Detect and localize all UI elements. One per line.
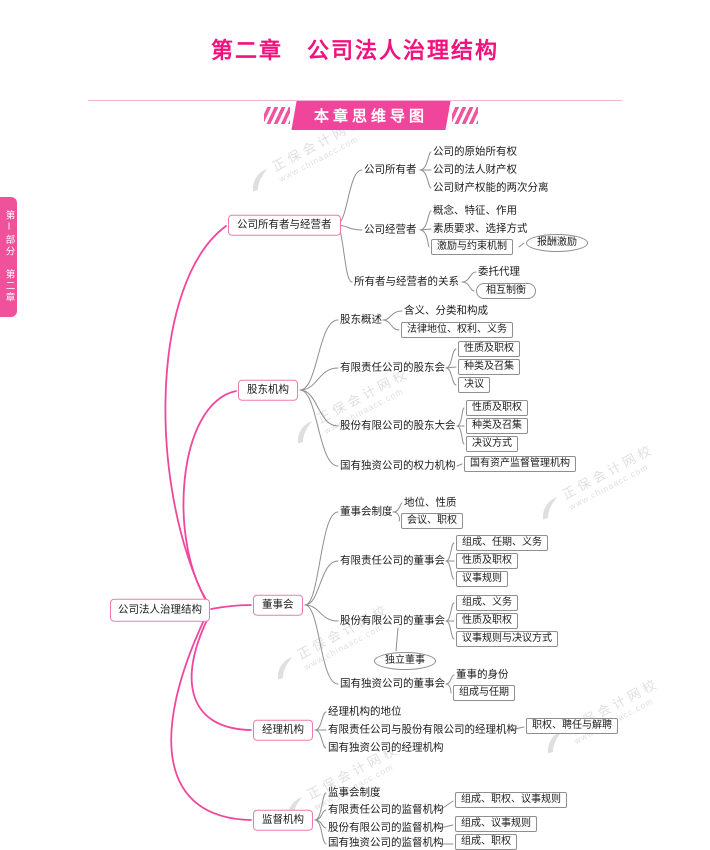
- node-soe-supervisory-detail: 组成、职权: [455, 834, 517, 850]
- node-soe-supervisory-organ: 国有独资公司的监督机构: [328, 836, 444, 849]
- node-independent-director: 独立董事: [374, 652, 436, 670]
- node-legal-status-rights: 法律地位、权利、义务: [401, 322, 513, 338]
- node-branch-manager-organ: 经理机构: [253, 719, 313, 741]
- node-jsc-board: 股份有限公司的董事会: [340, 614, 445, 627]
- node-jsc-board-composition: 组成、义务: [456, 595, 518, 611]
- node-llc-jsc-manager-organ: 有限责任公司与股份有限公司的经理机构: [328, 723, 517, 736]
- node-jsc-types-convening: 种类及召集: [466, 418, 528, 434]
- watermark: 正保会计网校 www.chinaacc.com: [536, 672, 667, 760]
- node-llc-board: 有限责任公司的董事会: [340, 554, 445, 567]
- node-branch-board: 董事会: [253, 594, 303, 616]
- node-concept-features: 概念、特征、作用: [433, 204, 517, 217]
- banner-slashes-left-icon: [264, 107, 290, 124]
- watermark: 正保会计网校 www.chinaacc.com: [286, 362, 417, 450]
- node-reward-incentive: 报酬激励: [526, 234, 588, 252]
- node-llc-supervisory-detail: 组成、职权、议事规则: [455, 792, 567, 808]
- chinaacc-logo-icon: [277, 656, 293, 679]
- node-jsc-supervisory-detail: 组成、议事规则: [455, 816, 537, 832]
- node-board-system: 董事会制度: [340, 505, 393, 518]
- node-supervisory-board-system: 监事会制度: [328, 786, 381, 799]
- node-llc-board-rules: 议事规则: [456, 571, 508, 587]
- node-branch-supervisory-organ: 监督机构: [253, 809, 313, 831]
- node-entrusted-agency: 委托代理: [478, 265, 520, 278]
- banner-box: 本章思维导图: [291, 101, 451, 130]
- node-manager-organ-status: 经理机构的地位: [328, 705, 402, 718]
- node-incentive-restraint: 激励与约束机制: [431, 239, 513, 255]
- node-jsc-supervisory-organ: 股份有限公司的监督机构: [328, 821, 444, 834]
- node-llc-types-convening: 种类及召集: [458, 359, 520, 375]
- node-jsc-board-nature-powers: 性质及职权: [456, 613, 518, 629]
- node-meaning-classification: 含义、分类和构成: [404, 304, 488, 317]
- chinaacc-logo-icon: [542, 496, 558, 519]
- watermark: 正保会计网校 www.chinaacc.com: [531, 438, 662, 526]
- banner-label: 本章思维导图: [314, 108, 429, 125]
- node-owner-manager-relation: 所有者与经营者的关系: [354, 275, 459, 288]
- node-branch-owners-and-managers: 公司所有者与经营者: [228, 214, 341, 236]
- node-original-ownership: 公司的原始所有权: [433, 145, 517, 158]
- node-state-asset-supervision-organ: 国有资产监督管理机构: [464, 456, 576, 472]
- node-shareholder-overview: 股东概述: [340, 313, 382, 326]
- node-llc-board-composition: 组成、任期、义务: [456, 535, 548, 551]
- node-legal-person-property: 公司的法人财产权: [433, 163, 517, 176]
- node-status-nature: 地位、性质: [404, 496, 457, 509]
- node-quality-selection: 素质要求、选择方式: [433, 222, 528, 235]
- node-mutual-check: 相互制衡: [476, 283, 536, 299]
- node-jsc-shareholders-assembly: 股份有限公司的股东大会: [340, 419, 456, 432]
- node-company-manager: 公司经营者: [364, 223, 417, 236]
- watermark-url: www.chinaacc.com: [277, 133, 360, 184]
- node-director-identity: 董事的身份: [456, 668, 509, 681]
- chapter-title: 第二章 公司法人治理结构: [210, 38, 499, 63]
- divider-line: [88, 100, 622, 101]
- watermark-url: www.chinaacc.com: [567, 461, 650, 512]
- node-llc-resolution: 决议: [458, 377, 490, 393]
- node-llc-nature-powers: 性质及职权: [458, 341, 520, 357]
- node-llc-board-nature-powers: 性质及职权: [456, 553, 518, 569]
- node-branch-shareholders-organ: 股东机构: [238, 379, 298, 401]
- node-llc-supervisory-organ: 有限责任公司的监督机构: [328, 803, 444, 816]
- node-soe-power-organ: 国有独资公司的权力机构: [340, 459, 456, 472]
- node-root: 公司法人治理结构: [110, 598, 210, 622]
- node-soe-board-composition-term: 组成与任期: [453, 685, 515, 701]
- node-property-separation: 公司财产权能的两次分离: [433, 181, 549, 194]
- section-banner: 本章思维导图: [260, 101, 482, 130]
- node-llc-shareholders-meeting: 有限责任公司的股东会: [340, 361, 445, 374]
- sidebar-part-tab: 第Ⅰ部分 第二章: [0, 197, 17, 317]
- node-soe-manager-organ: 国有独资公司的经理机构: [328, 741, 444, 754]
- watermark-brand: 正保会计网校: [294, 601, 392, 663]
- chinaacc-logo-icon: [297, 420, 313, 443]
- chinaacc-logo-icon: [252, 168, 268, 191]
- node-jsc-resolution-method: 决议方式: [466, 436, 518, 452]
- node-powers-appointment-dismissal: 职权、聘任与解聘: [526, 718, 618, 734]
- node-jsc-board-rules-resolution: 议事规则与决议方式: [456, 631, 558, 647]
- node-meeting-powers: 会议、职权: [401, 513, 463, 529]
- node-company-owner: 公司所有者: [364, 163, 417, 176]
- node-jsc-nature-powers: 性质及职权: [466, 400, 528, 416]
- node-soe-board: 国有独资公司的董事会: [340, 677, 445, 690]
- banner-slashes-right-icon: [452, 107, 479, 124]
